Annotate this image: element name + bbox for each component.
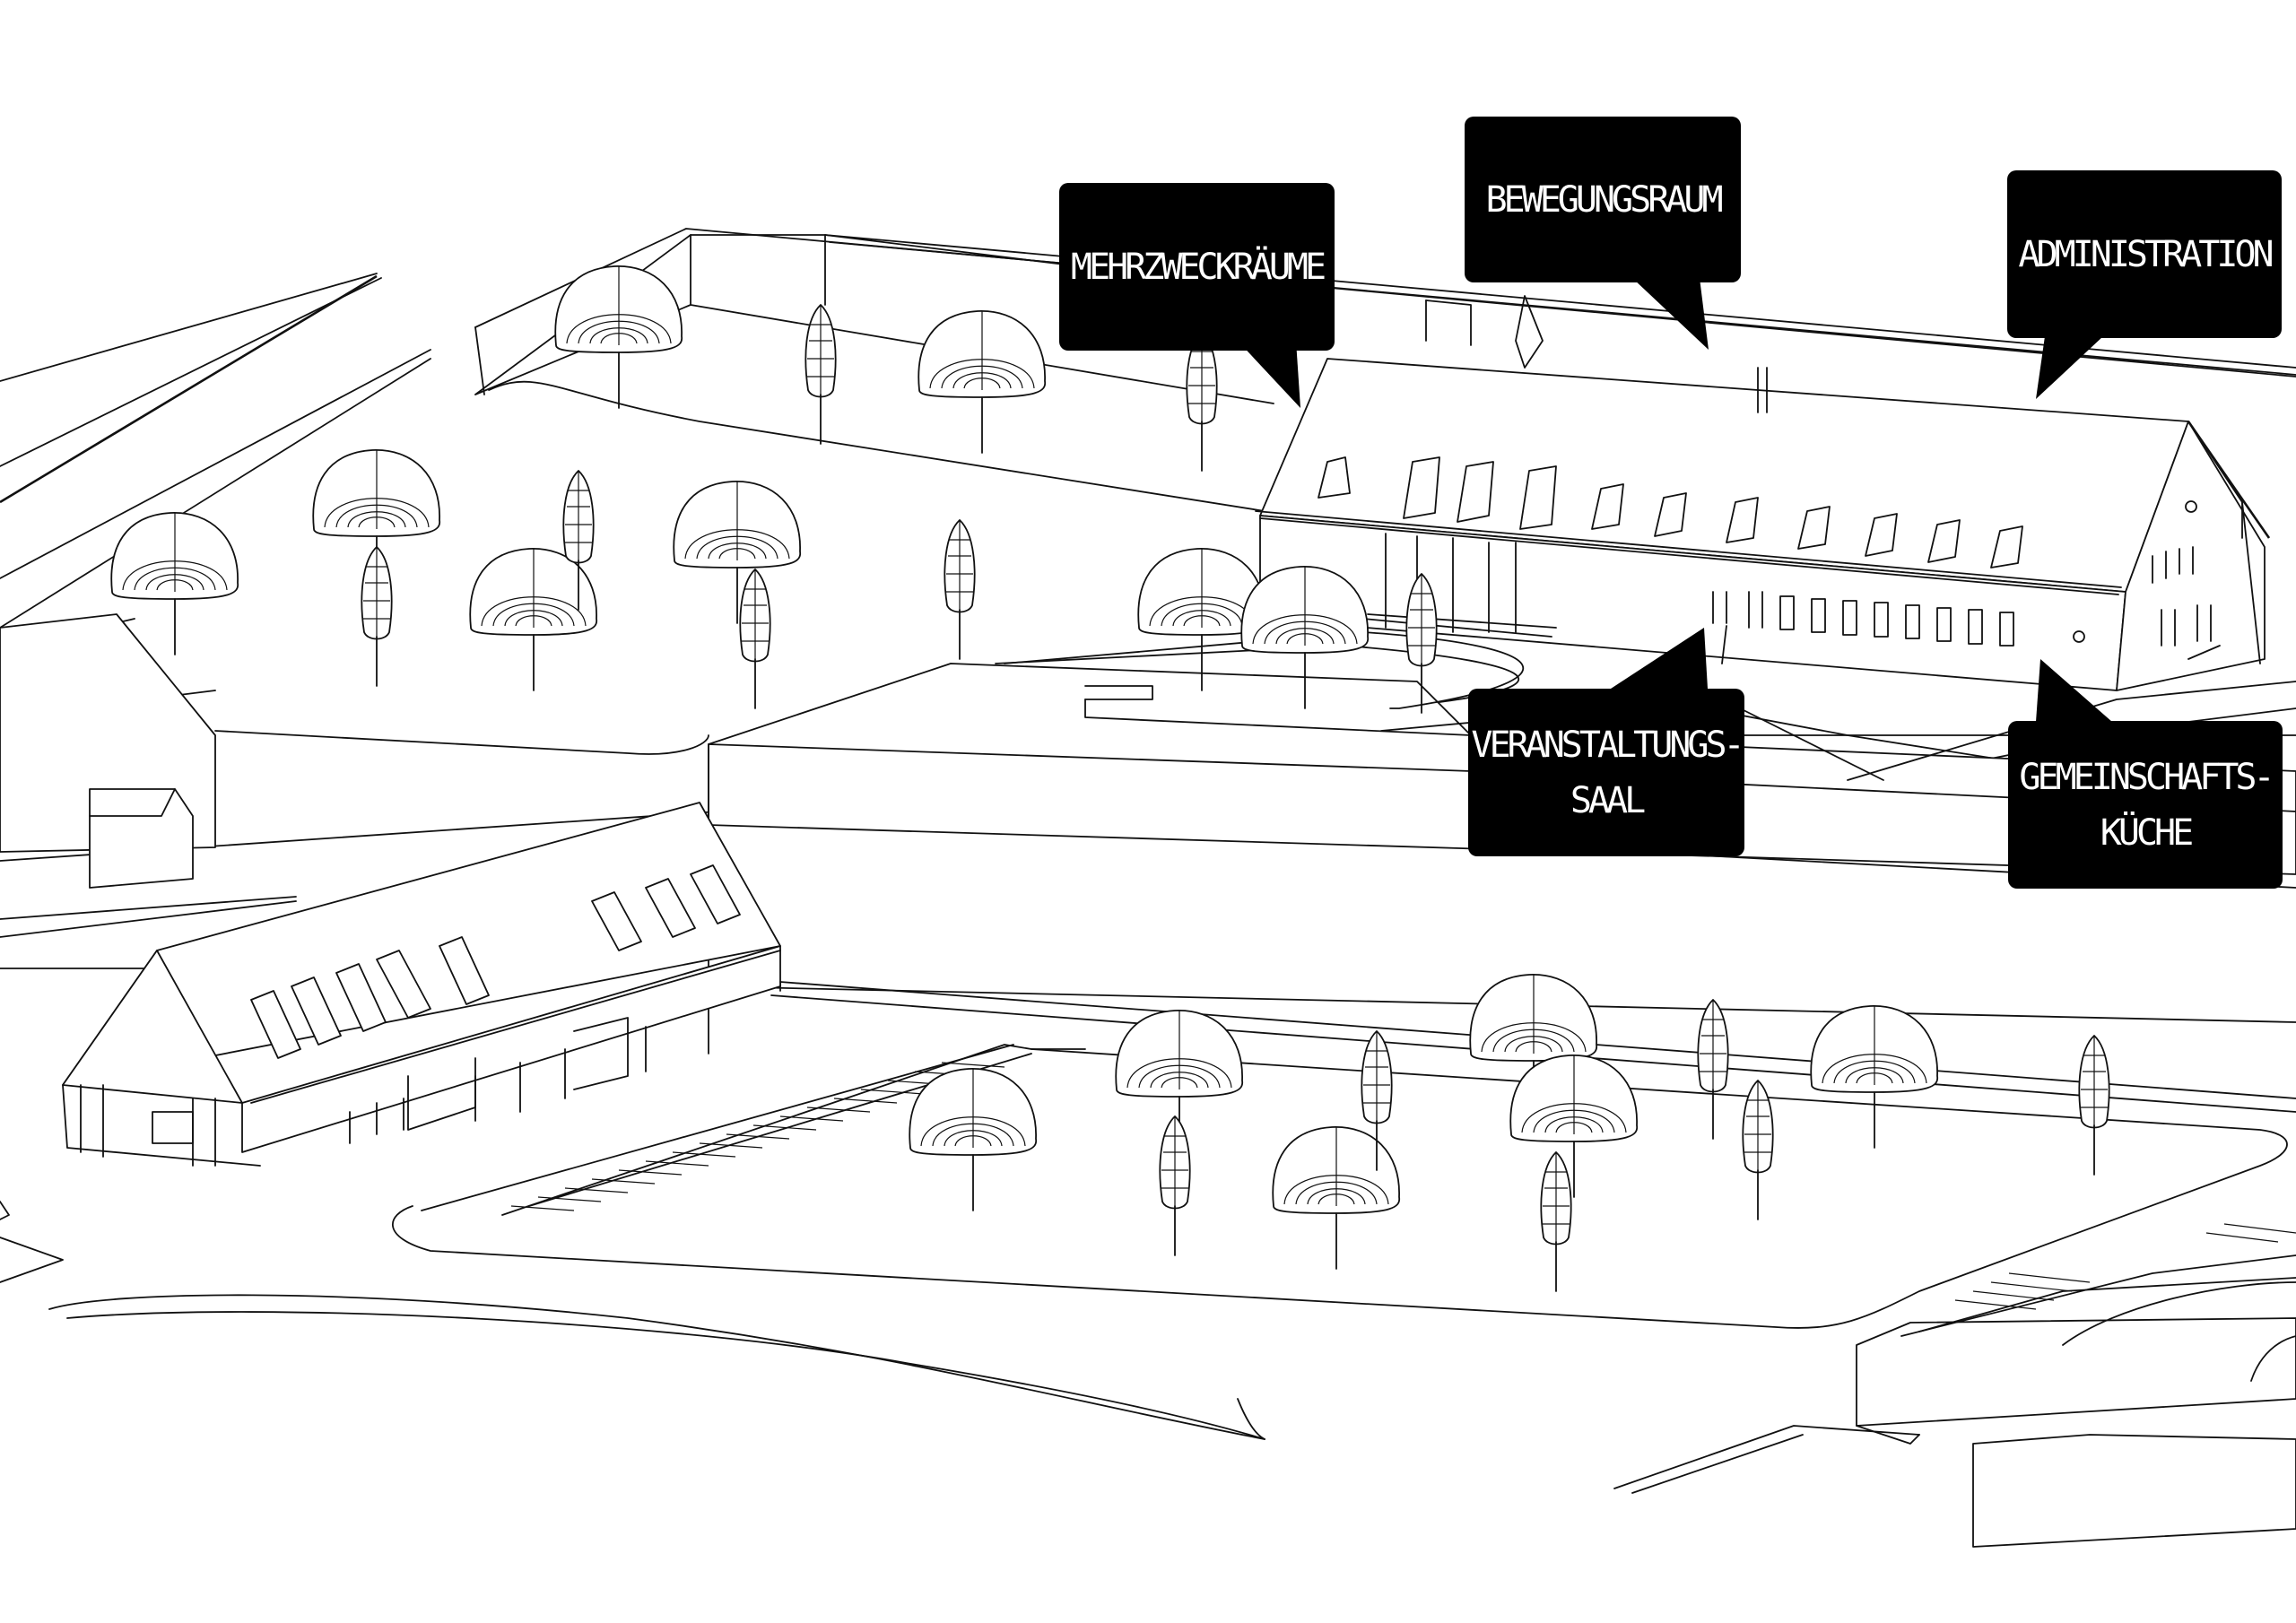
dormers — [1318, 457, 2022, 568]
railway-lines — [0, 273, 430, 628]
label-mehrzweckraeume: MEHRZWECKRÄUME — [1059, 183, 1335, 351]
label-administration: ADMINISTRATION — [2007, 170, 2282, 338]
small-house-left — [0, 614, 296, 968]
label-gemeinschaftskueche: GEMEINSCHAFTS- KÜCHE — [2008, 721, 2283, 889]
label-veranstaltungssaal: VERANSTALTUNGS- SAAL — [1468, 689, 1745, 856]
front-left-building — [63, 803, 780, 1166]
callout-pointers — [1238, 278, 2112, 722]
main-building — [1256, 296, 2269, 690]
label-bewegungsraum: BEWEGUNGSRAUM — [1465, 117, 1741, 282]
bottom-right-buildings — [1614, 1224, 2296, 1547]
skylights — [251, 865, 740, 1058]
curved-road — [0, 1202, 1265, 1439]
